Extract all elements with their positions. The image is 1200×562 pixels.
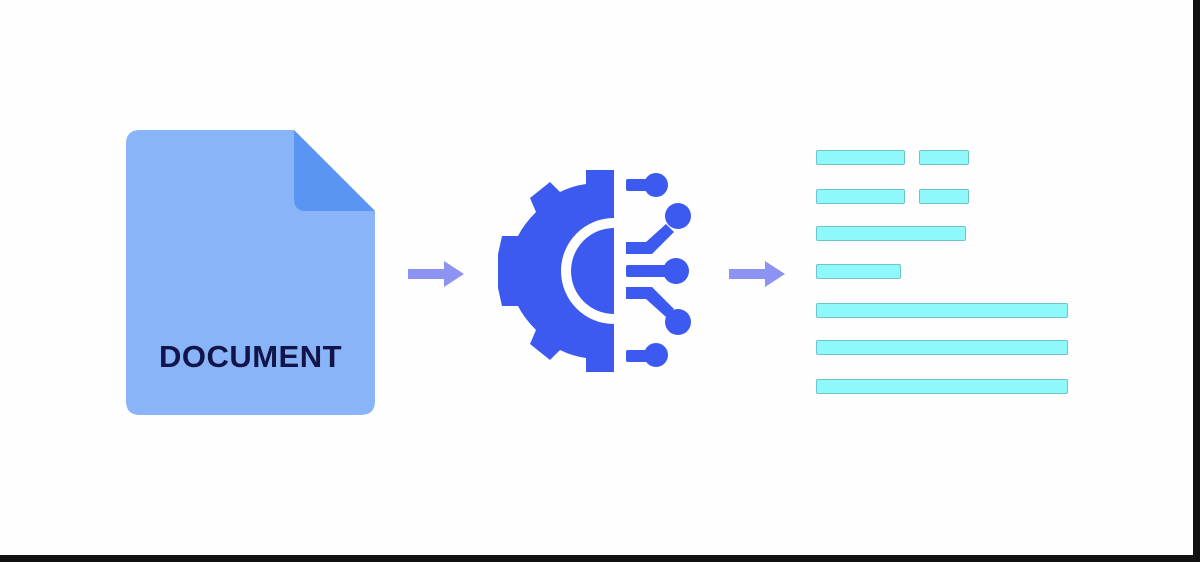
output-line [816,150,905,165]
output-line [919,189,969,204]
document-label: DOCUMENT [158,339,343,374]
output-line [816,379,1068,394]
output-line [816,264,901,279]
gear-ai-circuit-icon [498,170,691,372]
output-line [816,189,905,204]
output-line [816,303,1068,318]
structured-output [816,150,1072,400]
arrow-right-icon [408,261,464,287]
output-line [816,340,1068,355]
arrow-right-icon [729,261,785,287]
output-line [816,226,966,241]
output-line [919,150,969,165]
document-step: DOCUMENT [126,130,375,415]
document-file-icon [126,130,375,415]
